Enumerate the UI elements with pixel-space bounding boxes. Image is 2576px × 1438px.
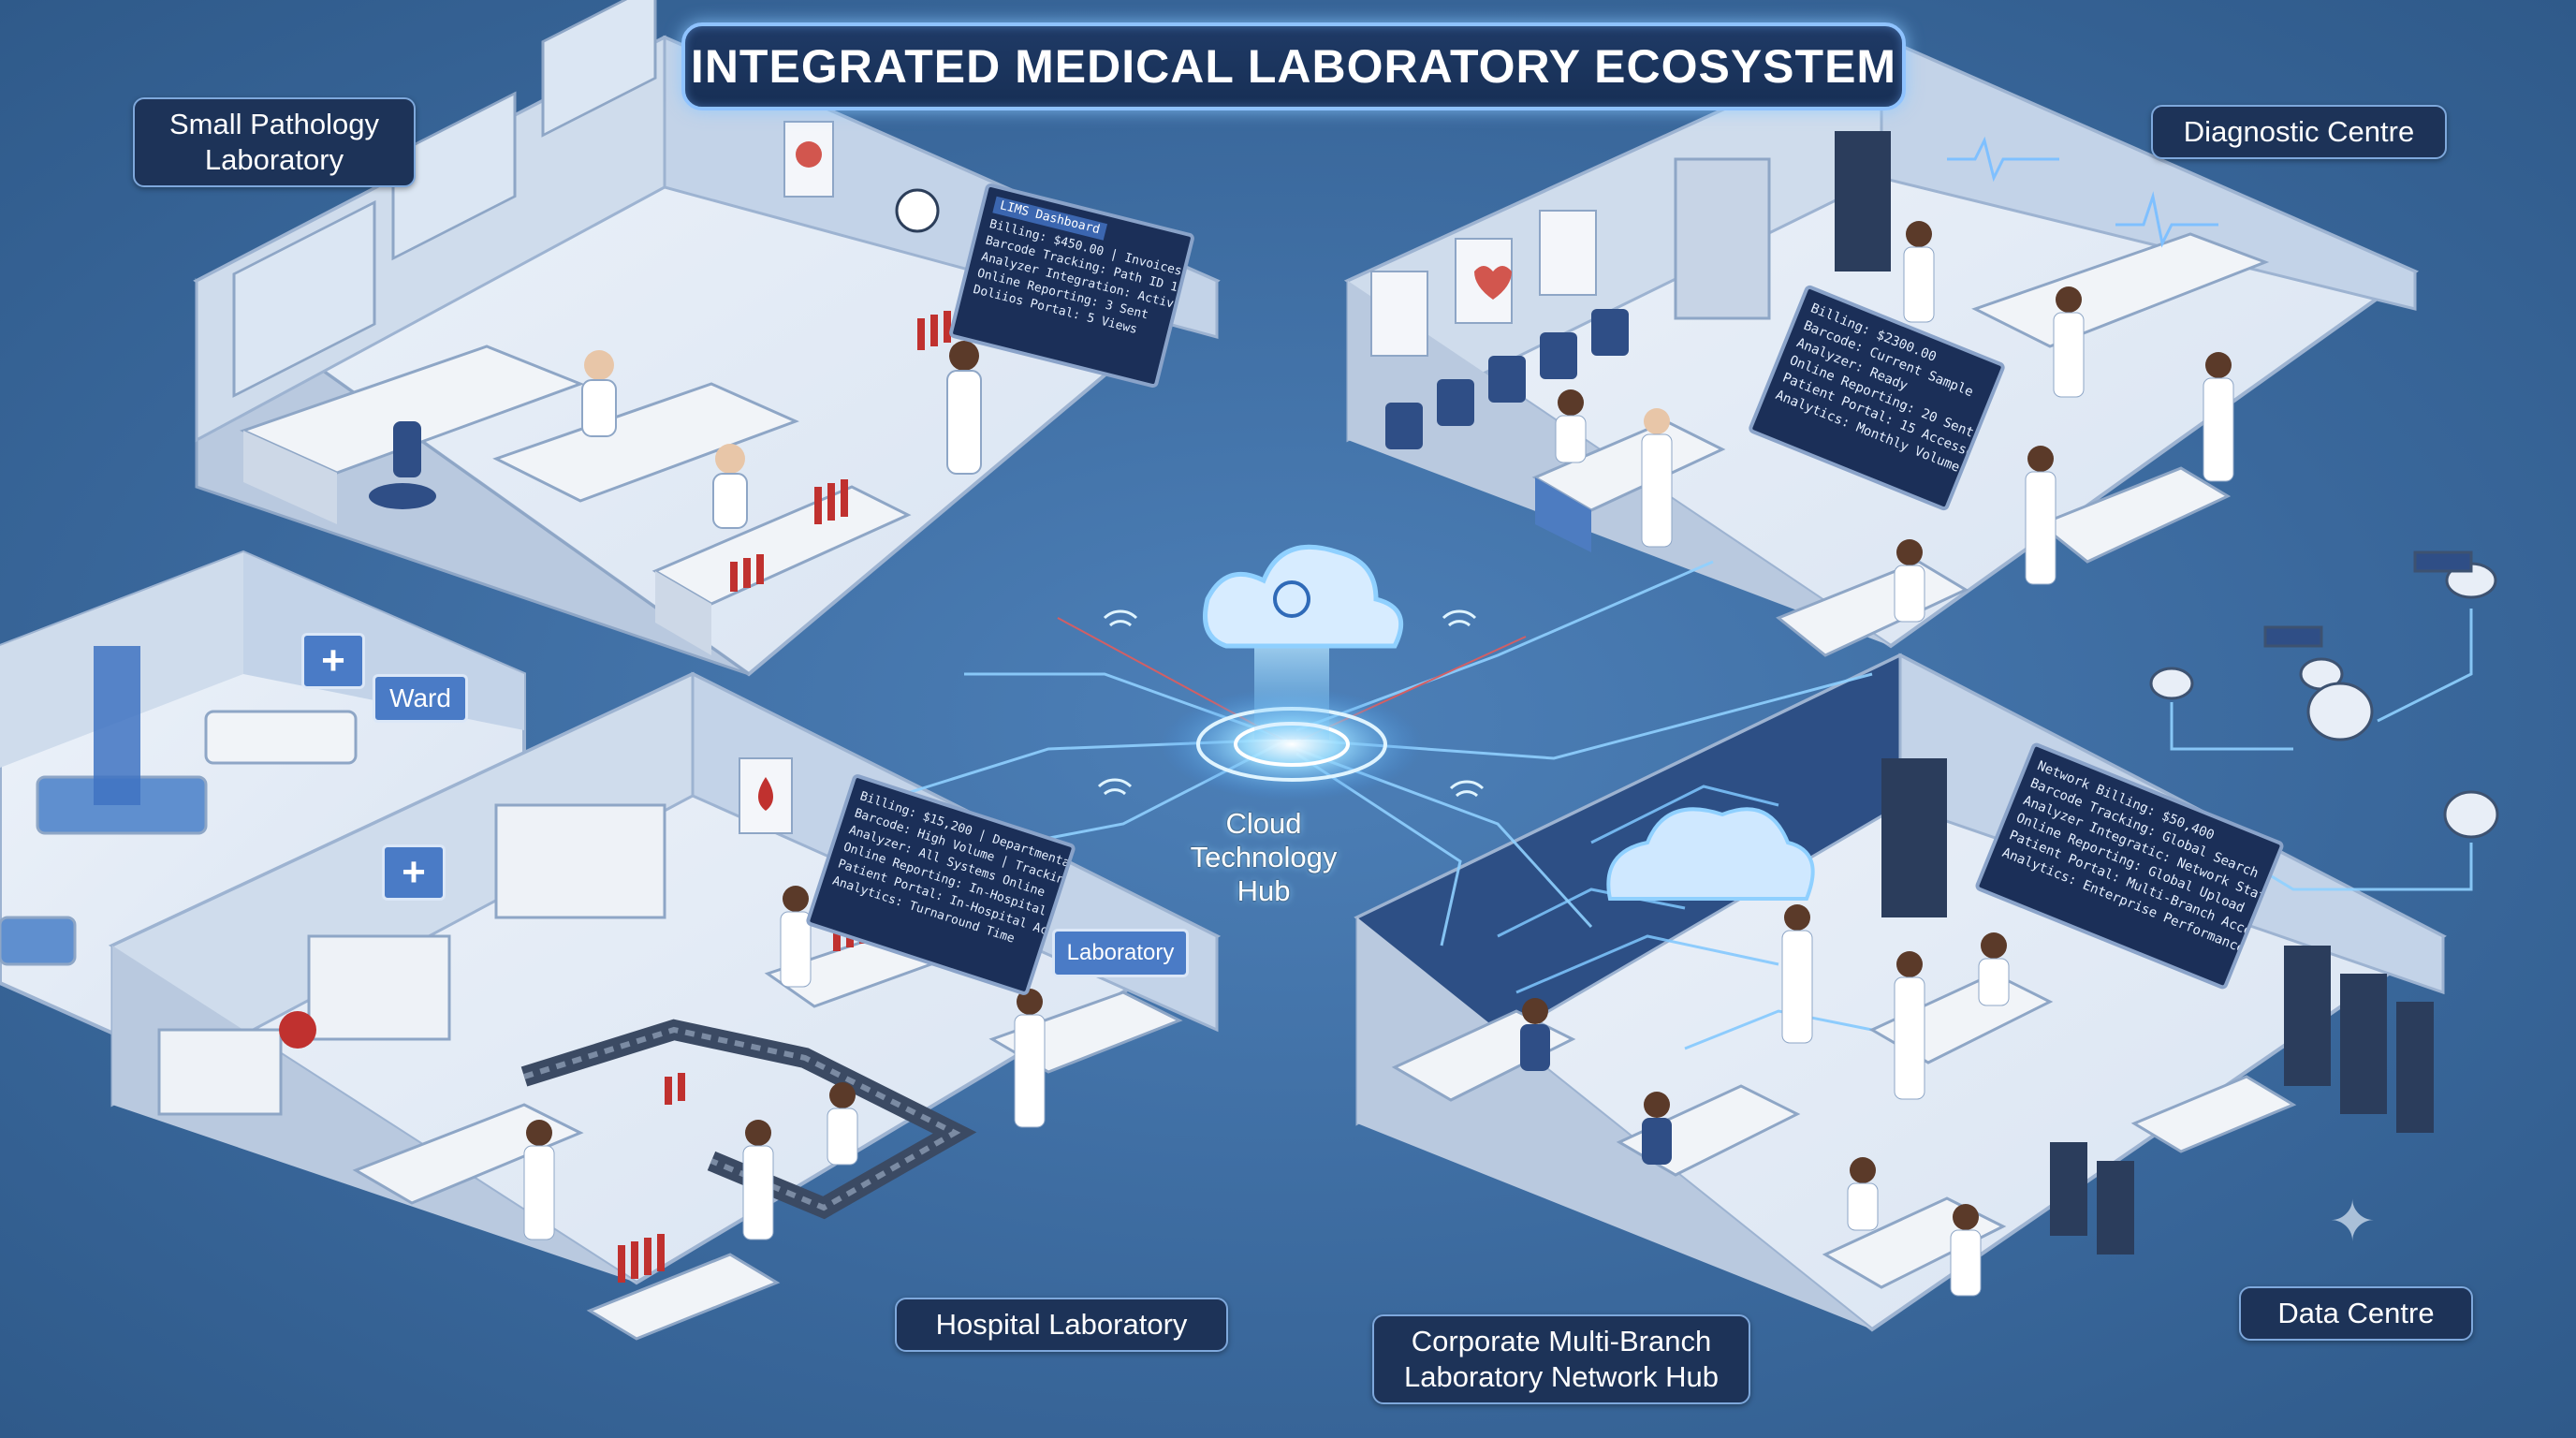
ward-sign: Ward bbox=[373, 674, 468, 723]
wifi-icons bbox=[1097, 609, 1485, 798]
satellite-dishes bbox=[2149, 550, 2499, 839]
sparkle-icon: ✦ bbox=[2329, 1190, 2377, 1253]
laboratory-sign: Laboratory bbox=[1052, 929, 1189, 977]
label-data-centre: Data Centre bbox=[2239, 1286, 2473, 1341]
cloud-hub bbox=[1161, 544, 1423, 800]
small-pathology-room bbox=[193, 0, 1221, 677]
label-diagnostic-centre: Diagnostic Centre bbox=[2151, 105, 2447, 159]
page-title: INTEGRATED MEDICAL LABORATORY ECOSYSTEM bbox=[681, 22, 1906, 110]
cloud-hub-label: Cloud Technology Hub bbox=[1190, 807, 1338, 907]
label-corporate-hub: Corporate Multi-Branch Laboratory Networ… bbox=[1372, 1314, 1750, 1404]
label-hospital-laboratory: Hospital Laboratory bbox=[895, 1298, 1228, 1352]
label-small-pathology: Small Pathology Laboratory bbox=[133, 97, 416, 187]
medical-cross-icon: + bbox=[301, 633, 365, 689]
medical-cross-icon: + bbox=[382, 844, 446, 901]
